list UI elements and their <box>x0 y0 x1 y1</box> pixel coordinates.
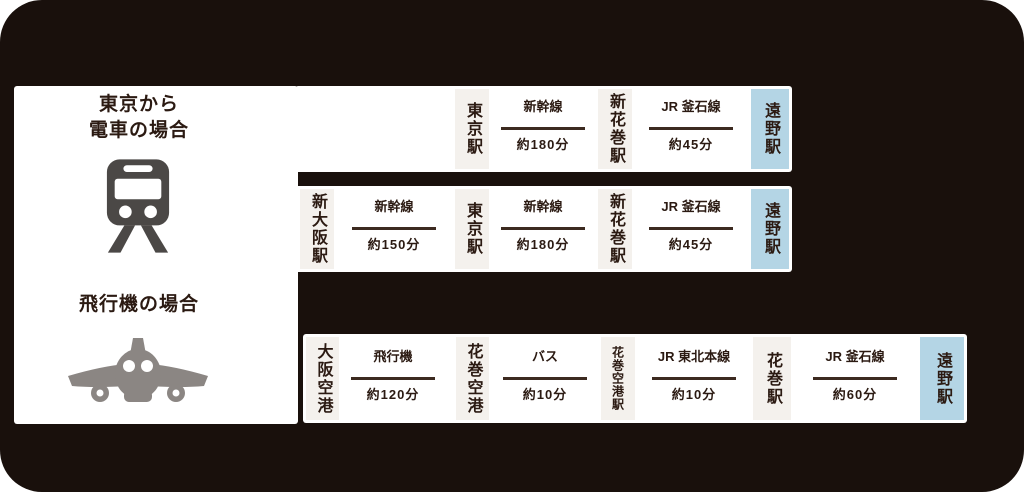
leg-duration: 約10分 <box>522 387 568 402</box>
plane-section-title: 飛行機の場合 <box>14 292 264 318</box>
leg-divider-line <box>649 227 733 230</box>
station-box: 大阪空港 <box>306 337 339 420</box>
leg-line-name: JR 東北本線 <box>657 349 731 364</box>
station-label: 花巻空港駅 <box>610 346 625 411</box>
route-leg: 新幹線 約150分 <box>344 198 444 254</box>
station-box: 新花巻駅 <box>598 189 632 269</box>
station-label: 新花巻駅 <box>607 193 624 265</box>
destination-station-box: 遠野駅 <box>751 89 789 169</box>
station-label: 大阪空港 <box>314 342 332 415</box>
leg-duration: 約10分 <box>671 387 717 402</box>
route-row-airplane: 大阪空港 飛行機 約120分 花巻空港 バス 約10分 花巻空港駅 JR 東北本… <box>303 334 967 423</box>
station-box: 花巻空港 <box>456 337 489 420</box>
leg-divider-line <box>649 127 733 130</box>
route-leg: 新幹線 約180分 <box>493 198 593 254</box>
station-box: 花巻空港駅 <box>601 337 635 420</box>
leg-divider-line <box>501 127 585 130</box>
train-front-icon <box>104 158 172 259</box>
station-label: 東京駅 <box>464 202 481 256</box>
leg-duration: 約150分 <box>367 237 421 252</box>
destination-station-box: 遠野駅 <box>920 337 964 420</box>
route-leg: JR 釜石線 約45分 <box>641 98 741 154</box>
legend-panel: 東京から 電車の場合 飛行機の場合 <box>14 86 298 424</box>
leg-divider-line <box>503 377 587 380</box>
route-leg: JR 東北本線 約10分 <box>639 348 749 404</box>
route-leg: JR 釜石線 約45分 <box>641 198 741 254</box>
plane-title: 飛行機の場合 <box>78 294 199 315</box>
route-leg: JR 釜石線 約60分 <box>800 348 910 404</box>
leg-duration: 約120分 <box>366 387 420 402</box>
airplane-front-icon <box>66 338 210 413</box>
route-row-tokyo: 東京駅 新幹線 約180分 新花巻駅 JR 釜石線 約45分 遠野駅 <box>295 86 792 172</box>
leg-line-name: 新幹線 <box>374 199 414 214</box>
train-section-title: 東京から 電車の場合 <box>14 92 264 143</box>
leg-line-name: JR 釜石線 <box>825 349 885 364</box>
route-leg: 飛行機 約120分 <box>343 348 443 404</box>
leg-line-name: JR 釜石線 <box>661 99 721 114</box>
station-box: 花巻駅 <box>753 337 791 420</box>
station-label: 遠野駅 <box>762 202 779 256</box>
leg-line-name: 新幹線 <box>523 199 563 214</box>
leg-duration: 約180分 <box>516 237 570 252</box>
destination-station-box: 遠野駅 <box>751 189 789 269</box>
station-label: 花巻駅 <box>764 351 781 406</box>
station-label: 遠野駅 <box>934 351 951 406</box>
station-label: 新花巻駅 <box>607 93 624 165</box>
leg-divider-line <box>813 377 897 380</box>
leg-line-name: バス <box>531 349 558 364</box>
leg-divider-line <box>351 377 435 380</box>
station-label: 花巻空港 <box>464 342 482 415</box>
leg-line-name: JR 釜石線 <box>661 199 721 214</box>
leg-divider-line <box>652 377 736 380</box>
train-title-line1: 東京から <box>98 94 179 115</box>
station-label: 東京駅 <box>464 102 481 156</box>
leg-duration: 約45分 <box>668 137 714 152</box>
station-label: 遠野駅 <box>762 102 779 156</box>
leg-line-name: 新幹線 <box>523 99 563 114</box>
station-box: 東京駅 <box>455 189 489 269</box>
route-row-shin-osaka: 新大阪駅 新幹線 約150分 東京駅 新幹線 約180分 新花巻駅 JR 釜石線… <box>295 186 792 272</box>
station-box: 東京駅 <box>455 89 489 169</box>
station-label: 新大阪駅 <box>309 193 326 265</box>
route-leg: バス 約10分 <box>495 348 595 404</box>
leg-duration: 約180分 <box>516 137 570 152</box>
leg-duration: 約60分 <box>832 387 878 402</box>
train-title-line2: 電車の場合 <box>88 119 189 141</box>
station-box: 新大阪駅 <box>300 189 334 269</box>
station-box: 新花巻駅 <box>598 89 632 169</box>
leg-divider-line <box>501 227 585 230</box>
route-leg: 新幹線 約180分 <box>493 98 593 154</box>
leg-duration: 約45分 <box>668 237 714 252</box>
leg-line-name: 飛行機 <box>373 349 413 364</box>
leg-divider-line <box>352 227 436 230</box>
